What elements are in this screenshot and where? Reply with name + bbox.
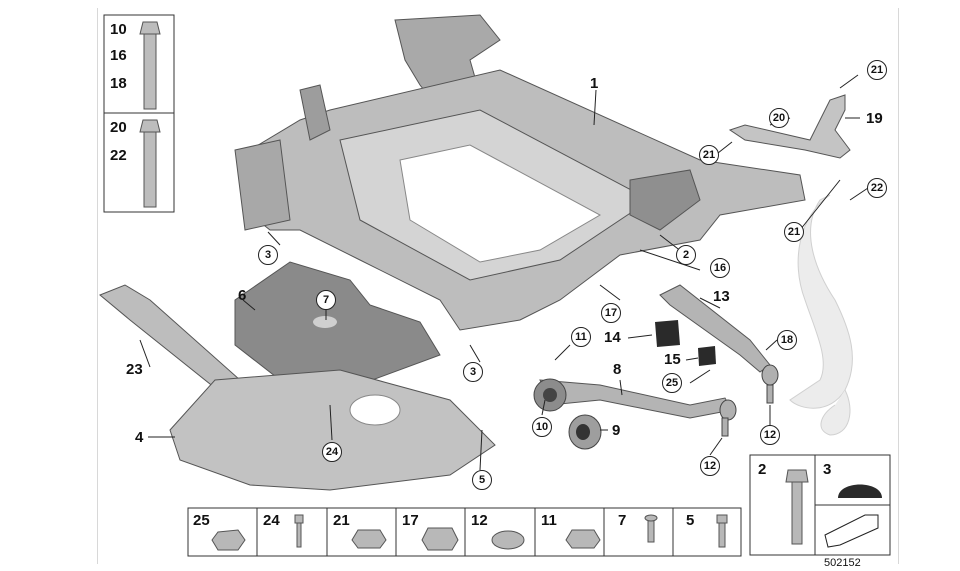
callout-2: 2 bbox=[676, 245, 696, 265]
callout-7: 7 bbox=[316, 290, 336, 310]
callout-16: 16 bbox=[710, 258, 730, 278]
hardware-label-11: 11 bbox=[541, 512, 557, 529]
callout-21-left: 21 bbox=[699, 145, 719, 165]
bolt-label-10: 10 bbox=[110, 21, 127, 38]
part-label-1: 1 bbox=[590, 75, 599, 92]
bolt-label-16: 16 bbox=[110, 47, 127, 64]
direction-arrow bbox=[824, 514, 879, 548]
hardware-label-17: 17 bbox=[402, 512, 419, 529]
hardware-label-5: 5 bbox=[686, 512, 695, 529]
upper-wishbone bbox=[728, 94, 851, 159]
callout-5: 5 bbox=[472, 470, 492, 490]
callout-11: 11 bbox=[571, 327, 591, 347]
callout-12-right: 12 bbox=[760, 425, 780, 445]
hardware-label-12: 12 bbox=[471, 512, 488, 529]
part-label-15: 15 bbox=[664, 351, 681, 368]
callout-25: 25 bbox=[662, 373, 682, 393]
hardware-label-21: 21 bbox=[333, 512, 350, 529]
callout-21-knuckle: 21 bbox=[784, 222, 804, 242]
steering-knuckle-ghost bbox=[789, 194, 853, 409]
callout-3-left: 3 bbox=[258, 245, 278, 265]
hardware-label-25: 25 bbox=[193, 512, 210, 529]
callout-18: 18 bbox=[777, 330, 797, 350]
diagram-frame bbox=[97, 8, 899, 564]
diagram-id: 502152 bbox=[824, 557, 861, 569]
callout-10: 10 bbox=[532, 417, 552, 437]
underbody-panel bbox=[234, 261, 441, 391]
sidebox-label-3: 3 bbox=[823, 461, 832, 478]
sidebox-label-2: 2 bbox=[758, 461, 767, 478]
bolt-label-22: 22 bbox=[110, 147, 127, 164]
hardware-label-24: 24 bbox=[263, 512, 280, 529]
callout-20: 20 bbox=[769, 108, 789, 128]
callout-3-right: 3 bbox=[463, 362, 483, 382]
part-label-19: 19 bbox=[866, 110, 883, 127]
callout-22: 22 bbox=[867, 178, 887, 198]
front-subframe bbox=[234, 14, 806, 331]
callout-12-lower: 12 bbox=[700, 456, 720, 476]
part-label-8: 8 bbox=[613, 361, 622, 378]
underbody-shield bbox=[169, 369, 496, 491]
callout-24: 24 bbox=[322, 442, 342, 462]
part-label-23: 23 bbox=[126, 361, 143, 378]
rubber-bushing-large bbox=[655, 320, 680, 347]
part-label-6: 6 bbox=[238, 287, 247, 304]
rubber-bushing-small bbox=[698, 346, 716, 366]
lower-control-arm bbox=[539, 379, 733, 419]
bolt-label-18: 18 bbox=[110, 75, 127, 92]
rubber-cap bbox=[838, 484, 882, 498]
part-label-4: 4 bbox=[135, 429, 144, 446]
part-label-9: 9 bbox=[612, 422, 621, 439]
hardware-label-7: 7 bbox=[618, 512, 627, 529]
part-label-13: 13 bbox=[713, 288, 730, 305]
callout-17: 17 bbox=[601, 303, 621, 323]
part-label-14: 14 bbox=[604, 329, 621, 346]
bolt-label-20: 20 bbox=[110, 119, 127, 136]
callout-21-top: 21 bbox=[867, 60, 887, 80]
